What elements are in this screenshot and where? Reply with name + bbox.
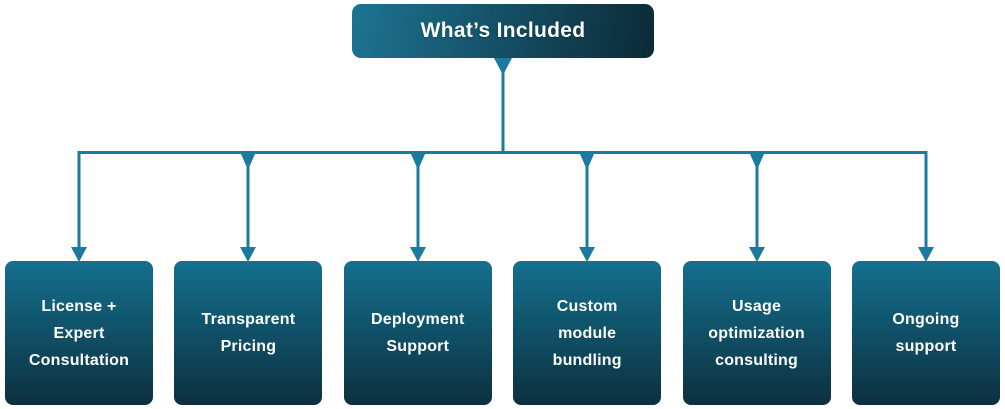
node-transparent-pricing: Transparent Pricing	[172, 259, 325, 407]
node-label: Ongoing support	[892, 311, 960, 355]
bus-junction-taper-icon	[241, 154, 255, 170]
root-node-label: What’s Included	[420, 19, 586, 42]
node-custom-module-bundling: Custom module bundling	[511, 259, 664, 407]
root-node: What’s Included	[352, 4, 654, 58]
child-nodes-row: License + Expert Consultation Transparen…	[3, 259, 1002, 407]
node-label: Deployment Support	[370, 311, 465, 355]
root-arrowhead-icon	[494, 58, 512, 75]
node-label: Custom module bundling	[552, 297, 622, 369]
node-label: Transparent Pricing	[201, 311, 296, 355]
bus-junction-taper-icon	[411, 154, 425, 170]
node-deployment-support: Deployment Support	[341, 259, 494, 407]
bus-line	[77, 151, 928, 252]
bus-junction-taper-icon	[580, 154, 594, 170]
node-label: Usage optimization consulting	[708, 297, 805, 369]
node-ongoing-support: Ongoing support	[849, 259, 1002, 407]
node-label: License + Expert Consultation	[28, 297, 130, 369]
node-usage-optimization-consulting: Usage optimization consulting	[680, 259, 833, 407]
bus-junction-taper-icon	[750, 154, 764, 170]
node-license-expert-consultation: License + Expert Consultation	[3, 259, 155, 407]
connector-tree	[71, 58, 934, 262]
